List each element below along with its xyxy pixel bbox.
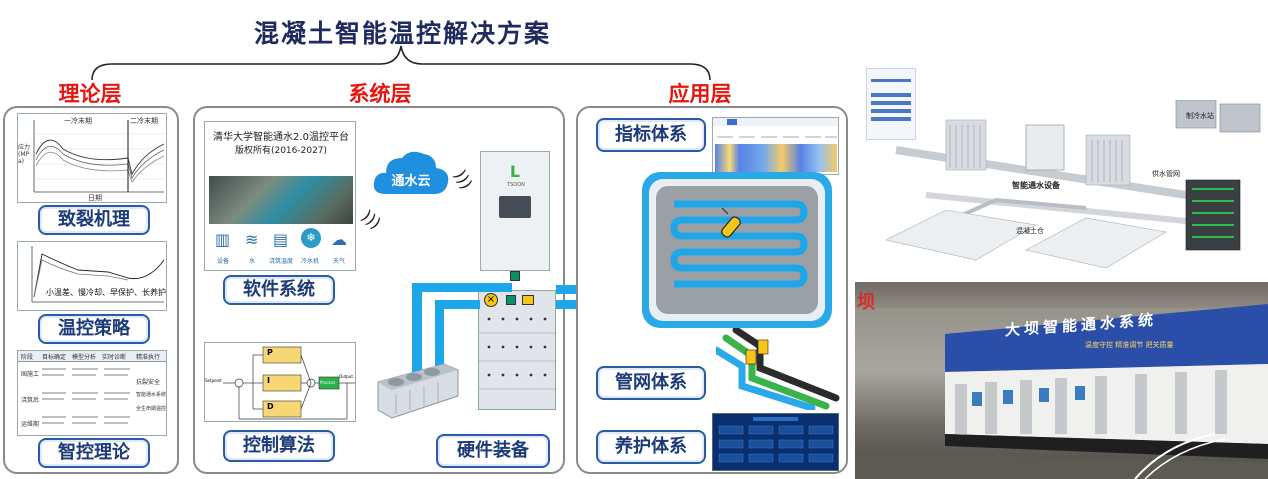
maintenance-dashboard (712, 413, 839, 471)
pid-i-label: I (267, 376, 270, 385)
pid-output-label: Output (339, 374, 353, 379)
platform-copyright: 版权所有(2016-2027) (234, 146, 328, 156)
photo-edge-text: 坝 (857, 292, 875, 313)
chiller-icon: ❄ (301, 228, 321, 248)
crack-mechanism-chart: 一冷末期 二冷末期 日期 应力 (MPa) (17, 113, 167, 203)
valve-cabinet (478, 290, 557, 410)
pid-diagram: P I D Setpoint Process Output (204, 342, 356, 422)
table-side-text: 智能通水系统 (136, 392, 167, 398)
water-icon: ≋ (245, 230, 259, 249)
render-chiller-label: 制冷水站 (1186, 112, 1214, 120)
strategy-chart: 小温差、慢冷却、早保护、长养护 (17, 241, 167, 311)
title-brace (91, 45, 711, 81)
layer-application-heading: 应用层 (668, 82, 732, 106)
table-header-row: 阶段 目标确定 模型分析 实时诊断 精准执行 (18, 351, 166, 362)
render-device-label: 智能通水设备 (1012, 181, 1060, 190)
pid-d-label: D (267, 402, 274, 411)
temperature-curve-graphic (31, 246, 165, 303)
table-header: 阶段 (21, 354, 34, 361)
indicator-screenshot (712, 117, 839, 175)
render-concrete-label: 混凝土仓 (1016, 227, 1044, 235)
cooling-pipe-coil (670, 200, 808, 288)
pipe-network-label: 管网体系 (596, 366, 706, 400)
cloud-icon (373, 151, 449, 194)
clipboard-icon: ▤ (273, 230, 289, 249)
device-icon: ▥ (215, 230, 231, 249)
photo-sky-region (855, 282, 1268, 308)
platform-title: 清华大学智能通水2.0温控平台 (213, 132, 349, 143)
temperature-probe-icon (721, 207, 741, 238)
pipe-network-graphic (716, 328, 840, 410)
cloud-label: 通水云 (391, 174, 431, 189)
strategy-note: 小温差、慢冷却、早保护、长养护 (46, 288, 166, 297)
photo-slogan-text: 温度守控 精准调节 把关质量 (1085, 341, 1174, 349)
control-algorithm-label: 控制算法 (223, 430, 335, 462)
pid-setpoint-label: Setpoint (205, 378, 222, 383)
controller-node-icon (510, 271, 520, 281)
table-row-label: 浇筑后 (21, 397, 40, 404)
table-row-label: 运维期 (21, 421, 40, 428)
crack-mechanism-label: 致裂机理 (38, 205, 150, 235)
hardware-equipment-label: 硬件装备 (436, 434, 550, 468)
weather-icon: ☁ (331, 230, 347, 249)
main-title: 混凝土智能温控解决方案 (253, 19, 551, 48)
stress-curve-graphic (33, 120, 165, 193)
render-pipe-graphic (886, 100, 1261, 269)
software-system-label: 软件系统 (223, 275, 335, 305)
site-photo: 大坝智能通水系统 温度守控 精准调节 把关质量 坝 (855, 282, 1268, 479)
maintenance-system-label: 养护体系 (596, 430, 706, 464)
pid-block-graphic (223, 346, 355, 420)
return-pipe-horizontal (435, 300, 480, 309)
render-supply-label: 供水管网 (1152, 170, 1180, 178)
temperature-strategy-label: 温控策略 (38, 314, 150, 344)
table-header: 精准执行 (136, 354, 161, 361)
table-text-lines (42, 368, 130, 424)
pid-p-label: P (267, 348, 273, 357)
pid-process-label: Process (320, 380, 336, 385)
render-ui-panel (866, 68, 916, 140)
platform-icon-label: 水 (249, 258, 256, 265)
table-header: 实时诊断 (102, 354, 127, 361)
chiller-unit-graphic (377, 363, 459, 419)
table-side-text: 抗裂安全 (136, 379, 161, 386)
platform-icon-label: 冷水机 (301, 258, 320, 265)
supply-pipe-vertical (412, 283, 422, 373)
control-theory-table: 阶段 目标确定 模型分析 实时诊断 精准执行 国施工 浇筑后 运维期 抗裂安全 … (17, 350, 167, 436)
indicator-system-label: 指标体系 (596, 118, 706, 152)
control-cabinet: L TSOON (480, 151, 550, 271)
table-header: 目标确定 (42, 354, 67, 361)
indicator-header-row (713, 128, 838, 140)
platform-icon-label: 设备 (217, 258, 230, 265)
chart1-y-label: 应力 (MPa) (18, 144, 31, 165)
control-theory-label: 智控理论 (38, 438, 150, 468)
valve-array-graphic (479, 317, 557, 390)
indicator-active-tab[interactable] (727, 119, 737, 125)
cabinet-brand: TSOON (507, 182, 525, 188)
indicator-heatmap (715, 144, 837, 172)
chart1-x-label: 日期 (88, 194, 102, 202)
flow-meter-icon (506, 295, 516, 305)
temperature-sensor-icon (522, 295, 534, 305)
brand-logo-icon: L (509, 162, 521, 181)
indicator-tabbar (713, 118, 838, 126)
chart1-right-label: 二冷末期 (130, 117, 158, 125)
chart1-left-label: 一冷末期 (64, 117, 92, 125)
system-render-image: 智能通水设备 混凝土仓 供水管网 制冷水站 (856, 60, 1268, 275)
layer-theory-heading: 理论层 (58, 82, 122, 106)
return-pipe-vertical (435, 300, 444, 372)
platform-screenshot: 清华大学智能通水2.0温控平台 版权所有(2016-2027) ▥ ≋ ▤ ❄ … (204, 121, 356, 271)
dashboard-graphic (718, 417, 834, 463)
cabinet-screen (499, 196, 531, 218)
construction-site-photo (209, 176, 353, 224)
table-header: 模型分析 (72, 354, 97, 361)
supply-pipe-horizontal (412, 283, 512, 292)
table-side-text: 全生命期温控 (136, 406, 167, 412)
platform-icon-label: 浇筑温度 (269, 258, 294, 265)
platform-icon-label: 天气 (333, 258, 346, 265)
flow-valve-icon: × (484, 293, 498, 307)
layer-system-heading: 系统层 (348, 82, 412, 106)
table-row-label: 国施工 (21, 371, 40, 378)
photo-structure-graphic (855, 304, 1268, 479)
platform-icon-row: ▥ ≋ ▤ ❄ ☁ (209, 228, 353, 256)
